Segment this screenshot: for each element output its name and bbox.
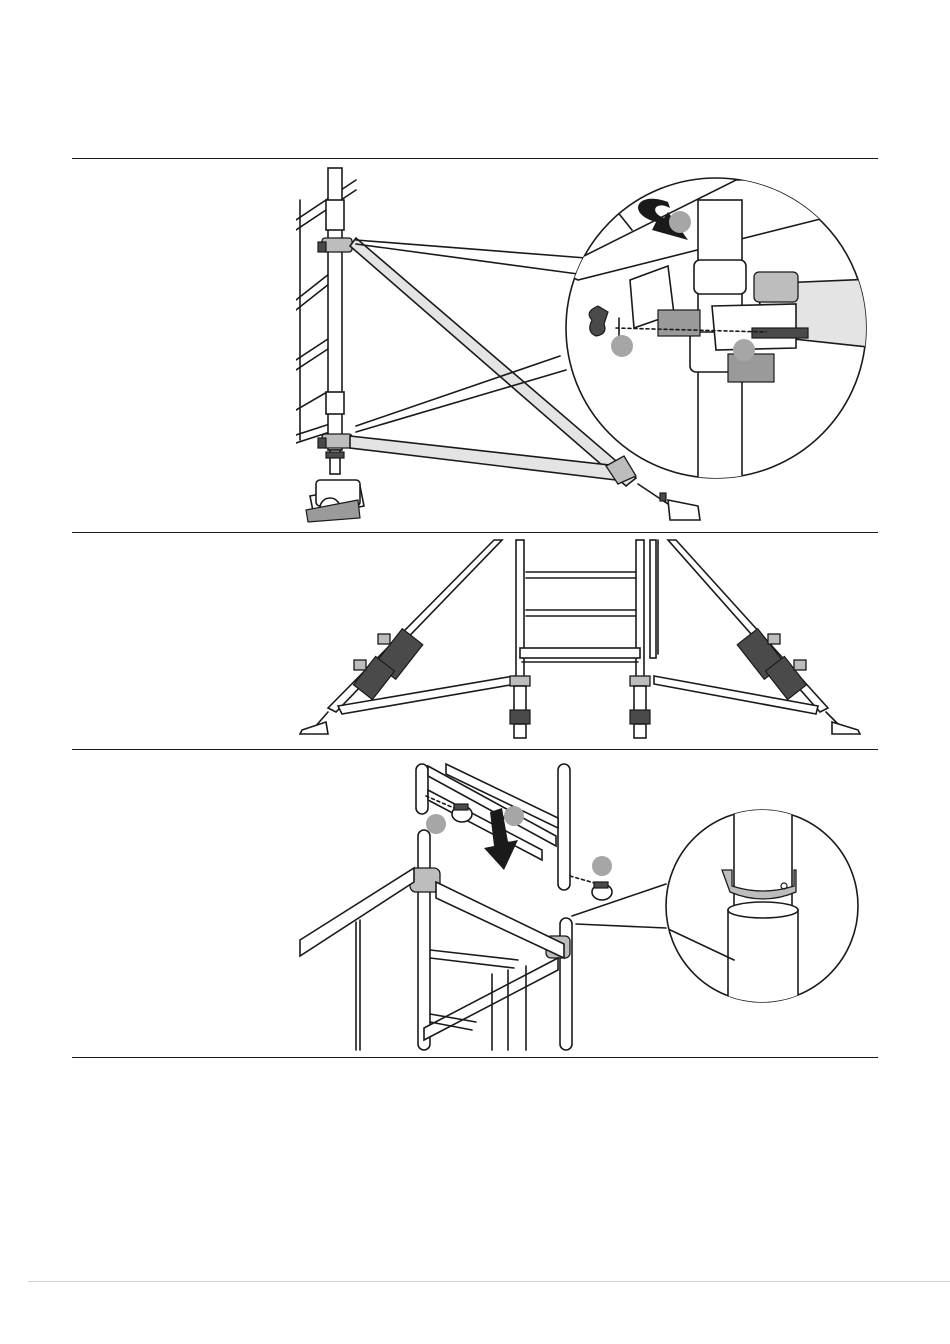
callout-marker-2 <box>611 335 633 357</box>
callout-marker-1 <box>426 814 446 834</box>
footer-divider <box>28 1281 950 1282</box>
callout-marker-2 <box>504 806 524 826</box>
zoom-detail-lock-clip <box>666 800 858 1052</box>
lock-clip-left <box>452 804 472 822</box>
lower-frame <box>300 830 572 1050</box>
stabiliser-foot <box>638 484 700 520</box>
callout-marker-3 <box>733 339 755 361</box>
lower-clamp <box>318 434 352 448</box>
left-stabiliser <box>300 540 516 734</box>
ladder-frame <box>516 540 658 688</box>
illustration-stabiliser-attach <box>296 160 876 530</box>
zoom-detail-clamp <box>556 178 876 480</box>
illustration-stabiliser-front-view <box>298 536 864 746</box>
lock-clip-right <box>592 882 612 900</box>
castor-legs <box>510 676 650 738</box>
section-divider-top <box>72 158 878 159</box>
section-divider-2 <box>72 532 878 533</box>
illustration-frame-lock-clips <box>296 760 864 1052</box>
castor-wheel <box>306 450 364 522</box>
right-stabiliser <box>654 540 860 734</box>
callout-marker-3 <box>592 856 612 876</box>
section-divider-3 <box>72 749 878 750</box>
callout-marker-1 <box>669 211 691 233</box>
section-divider-bottom <box>72 1057 878 1058</box>
upper-clamp <box>318 238 352 252</box>
